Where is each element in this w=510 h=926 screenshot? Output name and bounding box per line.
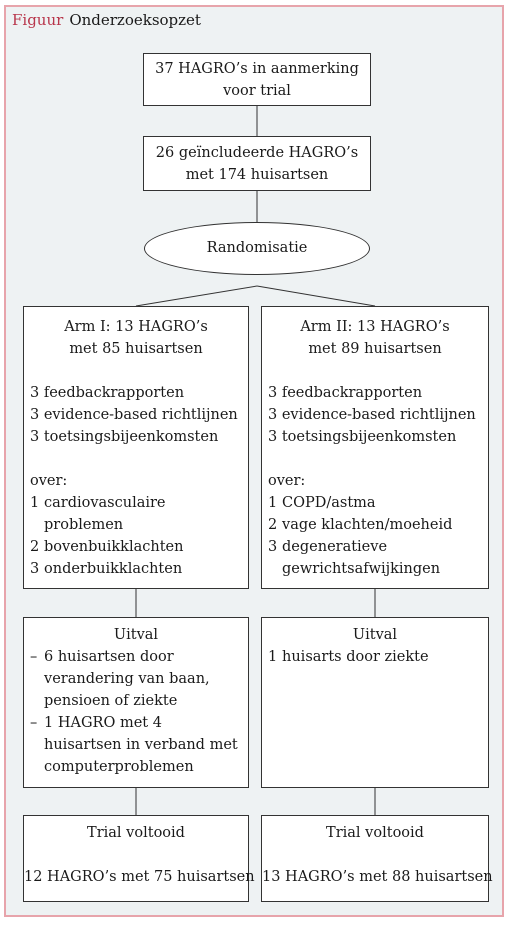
- arm1-box: Arm I: 13 HAGRO’s met 85 huisartsen 3 fe…: [23, 306, 249, 589]
- arm2-completed-box: Trial voltooid 13 HAGRO’s met 88 huisart…: [261, 815, 493, 902]
- arm1-component: 3 toetsingsbijeenkomsten: [30, 429, 219, 445]
- connector-randomisation-arm1: [135, 285, 258, 307]
- arm2-dropout-title: Uitval: [352, 627, 398, 643]
- arm2-topic-text: vage klachten/moeheid: [282, 517, 453, 533]
- figure-caption: Figuur Onderzoeksopzet: [12, 10, 201, 30]
- arm2-component: 3 feedbackrapporten: [268, 385, 423, 401]
- arm1-component: 3 feedbackrapporten: [30, 385, 185, 401]
- included-line-1: 26 geïncludeerde HAGRO’s: [155, 145, 359, 161]
- arm1-dropout-item: –1 HAGRO met 4 huisartsen in verband met…: [30, 712, 242, 778]
- arm2-box: Arm II: 13 HAGRO’s met 89 huisartsen 3 f…: [261, 306, 489, 589]
- included-box: 26 geïncludeerde HAGRO’s met 174 huisart…: [143, 136, 371, 191]
- arm1-completed-text: 12 HAGRO’s met 75 huisartsen: [24, 869, 255, 885]
- arm1-over-label: over:: [30, 473, 68, 489]
- arm2-topic-num: 3: [268, 539, 278, 555]
- randomisation-label: Randomisatie: [206, 240, 308, 256]
- arm2-topic-num: 2: [268, 517, 278, 533]
- arm1-dropout-marker: –: [30, 715, 38, 731]
- connector-randomisation-arm2: [256, 285, 376, 307]
- eligible-box: 37 HAGRO’s in aanmerking voor trial: [143, 53, 371, 106]
- arm1-dropout-box: Uitval –6 huisartsen door verandering va…: [23, 617, 249, 788]
- arm1-completed-title: Trial voltooid: [87, 825, 185, 841]
- arm2-component: 3 toetsingsbijeenkomsten: [268, 429, 457, 445]
- caption-title: Onderzoeksopzet: [69, 11, 201, 29]
- arm1-topic-num: 2: [30, 539, 40, 555]
- arm1-title-line-1: Arm I: 13 HAGRO’s: [64, 319, 208, 335]
- arm2-topic-num: 1: [268, 495, 278, 511]
- arm1-dropout-marker: –: [30, 649, 38, 665]
- arm2-completed-text: 13 HAGRO’s met 88 huisartsen: [262, 869, 493, 885]
- arm2-dropout-text: huisarts door ziekte: [282, 649, 429, 665]
- arm2-dropout-marker: 1: [268, 649, 278, 665]
- arm1-component: 3 evidence-based richtlijnen: [30, 407, 238, 423]
- arm2-component: 3 evidence-based richtlijnen: [268, 407, 476, 423]
- arm2-completed-title: Trial voltooid: [326, 825, 424, 841]
- included-line-2: met 174 huisartsen: [185, 167, 329, 183]
- arm2-title-line-2: met 89 huisartsen: [308, 341, 442, 357]
- caption-label: Figuur: [12, 11, 64, 29]
- arm1-topic-num: 3: [30, 561, 40, 577]
- arm1-topic-text: bovenbuikklachten: [44, 539, 184, 555]
- arm2-over-label: over:: [268, 473, 306, 489]
- arm1-topic-text: onderbuikklachten: [44, 561, 183, 577]
- arm1-dropout-text: 1 HAGRO met 4 huisartsen in verband met …: [44, 715, 238, 775]
- arm1-dropout-item: –6 huisartsen door verandering van baan,…: [30, 646, 242, 712]
- randomisation-ellipse: Randomisatie: [144, 222, 370, 275]
- arm1-topic-text: cardiovasculaire problemen: [44, 495, 166, 533]
- arm1-completed-box: Trial voltooid 12 HAGRO’s met 75 huisart…: [23, 815, 255, 902]
- arm1-title-line-2: met 85 huisartsen: [69, 341, 203, 357]
- arm2-title-line-1: Arm II: 13 HAGRO’s: [300, 319, 450, 335]
- arm1-topic-num: 1: [30, 495, 40, 511]
- arm2-topic-text: COPD/astma: [282, 495, 376, 511]
- eligible-line-1: 37 HAGRO’s in aanmerking: [155, 61, 359, 77]
- arm2-topic-text: degeneratieve gewrichtsafwijkingen: [282, 539, 441, 577]
- arm1-dropout-text: 6 huisartsen door verandering van baan, …: [44, 649, 210, 709]
- eligible-line-2: voor trial: [223, 83, 291, 99]
- arm1-dropout-title: Uitval: [113, 627, 159, 643]
